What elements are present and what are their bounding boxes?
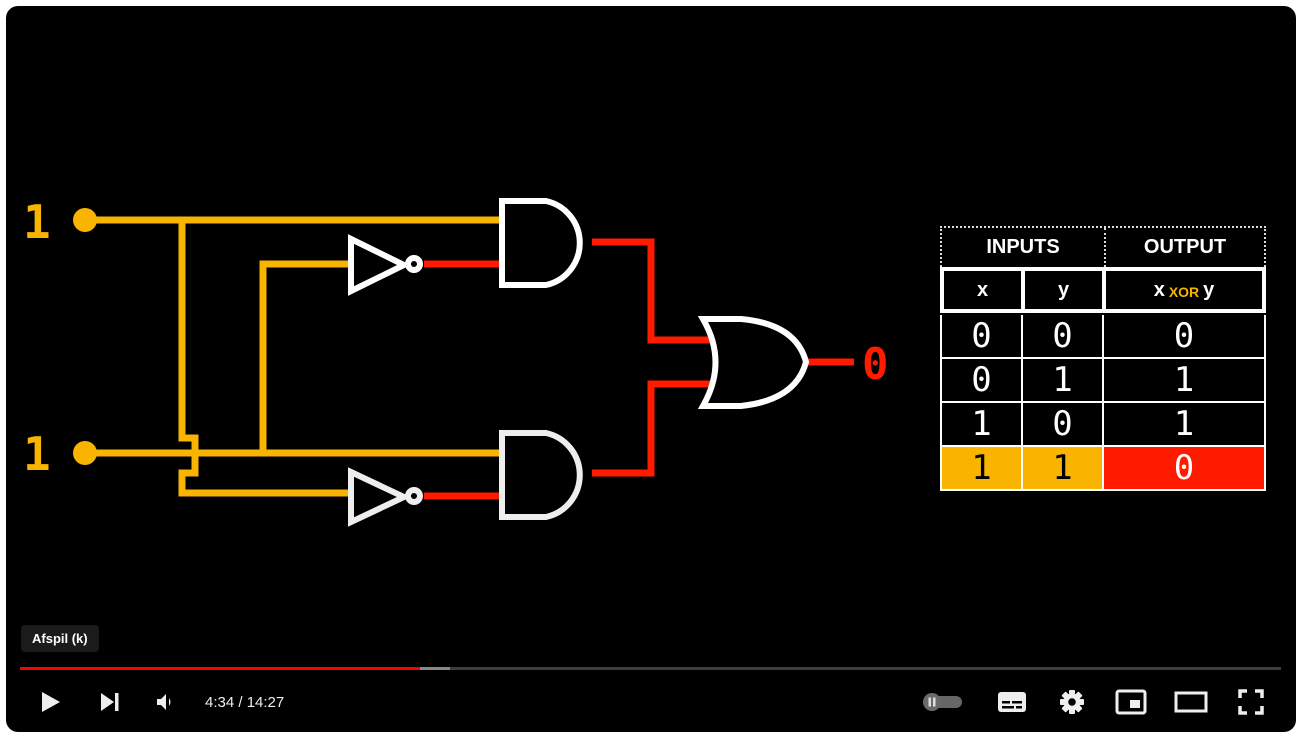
fullscreen-button[interactable] bbox=[1231, 678, 1271, 726]
cell-out: 1 bbox=[1104, 359, 1264, 401]
cell-y: 0 bbox=[1023, 315, 1102, 357]
time-display: 4:34 / 14:27 bbox=[205, 678, 284, 726]
play-tooltip: Afspil (k) bbox=[21, 625, 99, 652]
column-out-x: x bbox=[1153, 278, 1165, 301]
truth-table: INPUTS OUTPUT x y x XOR y 0 0 0 0 1 1 bbox=[940, 226, 1266, 491]
skip-next-icon bbox=[101, 693, 119, 711]
table-row: 0 1 1 bbox=[942, 359, 1264, 401]
theater-icon bbox=[1174, 691, 1208, 713]
header-output: OUTPUT bbox=[1143, 236, 1227, 258]
wire-y-branch bbox=[259, 260, 351, 453]
theater-button[interactable] bbox=[1171, 678, 1211, 726]
cell-x: 0 bbox=[942, 315, 1021, 357]
cell-out: 0 bbox=[1104, 447, 1264, 489]
autoplay-toggle[interactable] bbox=[920, 678, 966, 726]
wire-x-branch bbox=[178, 220, 351, 497]
played-bar bbox=[20, 667, 420, 670]
wire-and-top-out bbox=[592, 238, 711, 344]
column-x: x bbox=[944, 271, 1021, 309]
wire-and-bottom-out bbox=[592, 380, 711, 477]
subtitles-icon bbox=[998, 692, 1026, 712]
time-text: 4:34 / 14:27 bbox=[205, 693, 285, 711]
play-icon bbox=[42, 692, 60, 712]
or-gate bbox=[697, 316, 810, 409]
table-row-highlighted: 1 1 0 bbox=[942, 447, 1264, 489]
cell-out: 1 bbox=[1104, 403, 1264, 445]
video-player[interactable]: 1 1 bbox=[6, 6, 1296, 732]
column-x-xor-y: x XOR y bbox=[1106, 271, 1262, 309]
not-gate-top bbox=[348, 234, 423, 296]
volume-icon bbox=[157, 694, 171, 710]
subtitles-button[interactable] bbox=[992, 678, 1032, 726]
cell-y: 0 bbox=[1023, 403, 1102, 445]
miniplayer-button[interactable] bbox=[1111, 678, 1151, 726]
cell-out: 0 bbox=[1104, 315, 1264, 357]
header-inputs: INPUTS bbox=[942, 228, 1106, 267]
cell-x: 0 bbox=[942, 359, 1021, 401]
table-row: 1 0 1 bbox=[942, 403, 1264, 445]
volume-button[interactable] bbox=[148, 678, 184, 726]
cell-x: 1 bbox=[942, 447, 1021, 489]
column-out-op: XOR bbox=[1168, 283, 1200, 300]
inactive-wires bbox=[424, 238, 854, 500]
and-gate-top bbox=[499, 198, 583, 288]
cell-x: 1 bbox=[942, 403, 1021, 445]
input-y-value: 1 bbox=[23, 427, 51, 481]
settings-button[interactable] bbox=[1052, 678, 1092, 726]
not-gate-bottom bbox=[348, 467, 423, 527]
truth-table-body: 0 0 0 0 1 1 1 0 1 1 1 0 bbox=[940, 315, 1266, 491]
fullscreen-icon bbox=[1238, 689, 1264, 715]
play-button[interactable] bbox=[32, 678, 68, 726]
progress-bar[interactable] bbox=[20, 667, 1281, 670]
active-wires bbox=[85, 216, 502, 497]
miniplayer-icon bbox=[1115, 689, 1147, 715]
gear-icon bbox=[1060, 690, 1084, 714]
next-button[interactable] bbox=[92, 678, 128, 726]
column-out-y: y bbox=[1203, 278, 1215, 301]
cell-y: 1 bbox=[1023, 359, 1102, 401]
cell-y: 1 bbox=[1023, 447, 1102, 489]
autoplay-pause-icon bbox=[923, 693, 962, 711]
truth-table-header: INPUTS OUTPUT bbox=[940, 226, 1266, 267]
truth-table-columns: x y x XOR y bbox=[940, 267, 1266, 313]
column-y: y bbox=[1025, 271, 1102, 309]
player-controls: 4:34 / 14:27 bbox=[6, 678, 1296, 726]
output-value: 0 bbox=[862, 339, 889, 390]
xor-circuit-diagram: 1 1 bbox=[23, 195, 889, 527]
table-row: 0 0 0 bbox=[942, 315, 1264, 357]
and-gate-bottom bbox=[499, 430, 583, 520]
input-x-value: 1 bbox=[23, 195, 51, 249]
